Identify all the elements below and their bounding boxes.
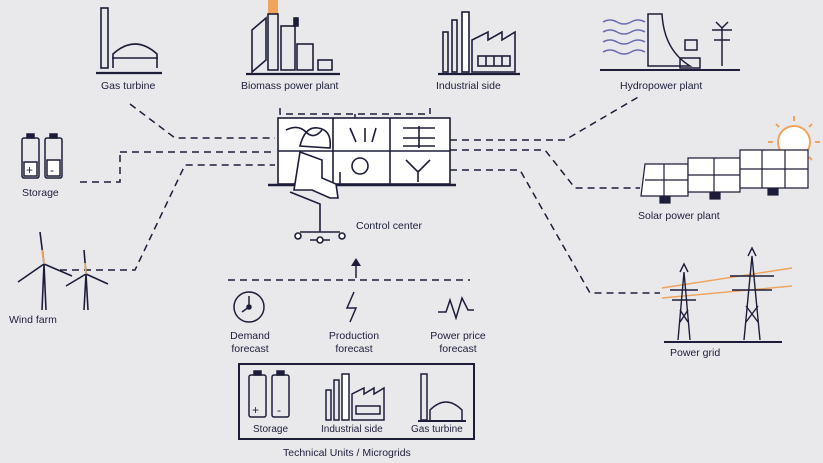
price-line-1: Power price [430,330,486,342]
svg-text:-: - [277,403,281,417]
production-line-2: forecast [335,343,373,355]
solar-plant-icon [640,116,820,204]
storage-icon: + - [21,133,63,179]
production-line-1: Production [328,330,380,342]
svg-text:+: + [252,403,259,417]
unit-storage-icon: + - [248,370,290,418]
link-hydro [450,95,641,141]
label-solar: Solar power plant [638,210,720,222]
gas-turbine-icon [96,7,162,75]
power-grid-icon [661,246,793,343]
label-demand-forecast: Demand forecast [221,330,279,356]
lightning-icon [345,291,358,323]
industrial-site-icon [438,11,520,76]
control-center-icon [268,117,456,244]
svg-text:-: - [50,163,54,177]
link-solar [450,149,640,189]
label-control-center: Control center [356,220,422,232]
label-industrial: Industrial side [436,80,501,92]
label-biomass: Biomass power plant [241,80,339,92]
label-production-forecast: Production forecast [318,330,390,356]
label-technical-units: Technical Units / Microgrids [283,447,411,459]
technical-units-box [238,363,475,440]
demand-line-2: forecast [231,343,269,355]
unit-industrial-icon [325,373,385,421]
link-storage-2 [80,152,121,183]
svg-text:+: + [26,163,33,177]
link-grid [450,169,660,294]
price-chart-icon [438,295,474,321]
link-wind [60,164,275,271]
label-unit-storage: Storage [253,424,289,435]
wind-farm-icon [17,231,109,311]
label-storage: Storage [22,187,59,199]
label-power-grid: Power grid [670,347,721,359]
label-unit-gas-turbine: Gas turbine [411,424,463,435]
link-gas-turbine [129,103,275,139]
label-gas-turbine: Gas turbine [101,80,156,92]
arrow-up-icon [351,258,361,278]
unit-gas-turbine-icon [418,373,466,422]
demand-line-1: Demand [230,330,270,342]
label-unit-industrial: Industrial side [321,424,383,435]
label-price-forecast: Power price forecast [421,330,495,356]
label-wind-farm: Wind farm [9,314,57,326]
clock-icon [233,291,265,323]
connection-lines [60,95,660,294]
biomass-plant-icon [246,0,340,76]
link-biomass-industrial [279,108,431,115]
hydropower-plant-icon [600,13,740,71]
label-hydro: Hydropower plant [620,80,703,92]
price-line-2: forecast [439,343,477,355]
